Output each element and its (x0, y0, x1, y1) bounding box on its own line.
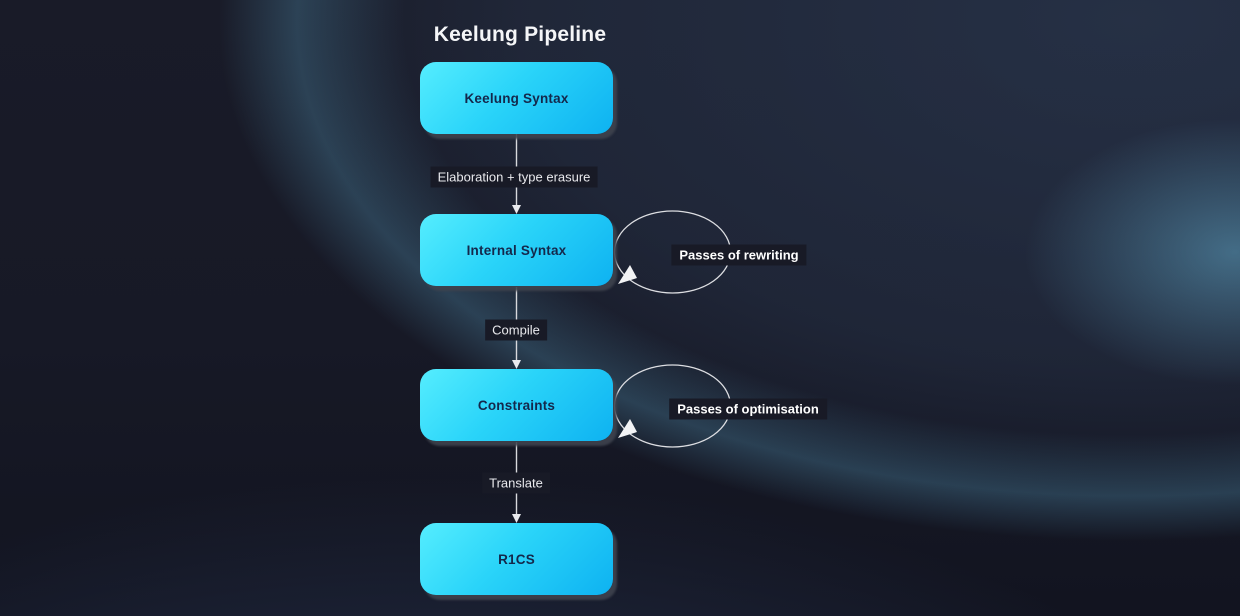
node-internal-syntax: Internal Syntax (420, 214, 613, 286)
edge-label-translate: Translate (482, 472, 550, 494)
node-keelung-syntax-label: Keelung Syntax (464, 90, 569, 106)
edge-label-compile: Compile (485, 319, 547, 341)
node-r1cs-label: R1CS (498, 551, 535, 567)
loop-label-optimisation: Passes of optimisation (669, 398, 827, 420)
diagram-title: Keelung Pipeline (433, 23, 607, 46)
arrowhead-compile-icon (512, 360, 521, 369)
loop-label-rewriting: Passes of rewriting (671, 244, 807, 266)
node-constraints-label: Constraints (477, 397, 556, 413)
node-constraints: Constraints (420, 369, 613, 441)
arrowhead-elaboration-icon (512, 205, 521, 214)
arrowhead-translate-icon (512, 514, 521, 523)
arrowhead-loop-optimisation-icon (618, 419, 637, 438)
node-internal-syntax-label: Internal Syntax (466, 242, 567, 258)
arrowhead-loop-rewriting-icon (618, 265, 637, 284)
node-keelung-syntax: Keelung Syntax (420, 62, 613, 134)
node-r1cs: R1CS (420, 523, 613, 595)
edge-label-elaboration: Elaboration + type erasure (430, 166, 598, 188)
